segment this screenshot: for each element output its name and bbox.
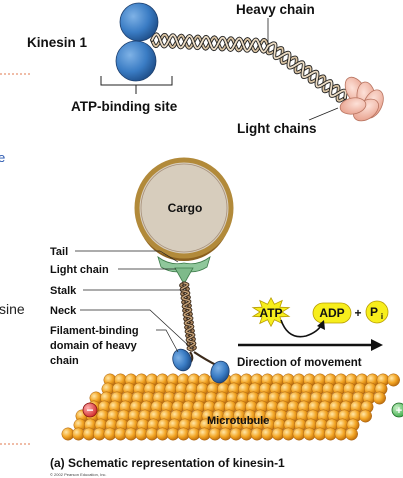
heavy-chain-label: Heavy chain bbox=[236, 2, 315, 17]
motor-head-leading bbox=[210, 360, 230, 384]
light-chain-tail bbox=[157, 255, 211, 285]
reaction-arrow bbox=[280, 319, 323, 338]
plus-end-marker bbox=[391, 402, 403, 418]
copyright-notice: © 2002 Pearson Education, Inc. bbox=[50, 472, 107, 477]
minus-end-symbol: − bbox=[86, 403, 93, 417]
filament-binding-leader bbox=[156, 329, 179, 353]
stalk-coil bbox=[179, 281, 197, 352]
atp-binding-site-label: ATP-binding site bbox=[71, 99, 178, 114]
microtubule-label: Microtubule bbox=[207, 415, 269, 427]
phosphate-subscript: i bbox=[381, 312, 383, 321]
side-mark: e bbox=[0, 150, 5, 165]
figure-caption: (a) Schematic representation of kinesin-… bbox=[50, 456, 285, 470]
filament-binding-label-line1: Filament-binding bbox=[50, 325, 139, 337]
direction-arrowhead bbox=[371, 339, 383, 351]
light-chains-lobes bbox=[339, 76, 384, 122]
tubulin-subunit bbox=[387, 373, 400, 387]
cargo-label: Cargo bbox=[168, 201, 203, 215]
motor-head-upper bbox=[119, 2, 159, 42]
motor-head-trailing bbox=[172, 348, 192, 372]
neck-leader bbox=[80, 309, 191, 348]
plus-end-symbol: + bbox=[396, 405, 402, 417]
phosphate-label: P bbox=[370, 305, 378, 319]
atp-label: ATP bbox=[259, 306, 282, 320]
light-chain-label: Light chain bbox=[50, 264, 109, 276]
filament-binding-label-line3: chain bbox=[50, 355, 79, 367]
reaction-arrowhead bbox=[317, 320, 325, 330]
plus-sign: + bbox=[354, 306, 361, 320]
stalk-label: Stalk bbox=[50, 285, 77, 297]
direction-label: Direction of movement bbox=[237, 357, 362, 369]
light-chains-leader bbox=[308, 107, 339, 121]
neck-label: Neck bbox=[50, 305, 77, 317]
tubulin-subunit bbox=[345, 427, 358, 441]
adp-label: ADP bbox=[319, 306, 344, 320]
side-fragment: sine bbox=[0, 301, 25, 317]
tail-label: Tail bbox=[50, 246, 68, 258]
adp-badge bbox=[312, 302, 352, 324]
cargo bbox=[134, 157, 234, 261]
minus-end-marker bbox=[82, 402, 98, 418]
microtubule bbox=[61, 373, 400, 441]
kinesin-title: Kinesin 1 bbox=[27, 35, 88, 50]
tubulin-subunit bbox=[359, 409, 372, 423]
light-chains-label: Light chains bbox=[237, 121, 317, 136]
heavy-chain-coil bbox=[150, 32, 348, 103]
motor-head-lower bbox=[115, 40, 157, 82]
phosphate-badge bbox=[365, 300, 389, 324]
filament-binding-label-line2: domain of heavy bbox=[50, 340, 138, 352]
atp-burst-icon bbox=[251, 296, 291, 328]
tubulin-subunit bbox=[373, 391, 386, 405]
